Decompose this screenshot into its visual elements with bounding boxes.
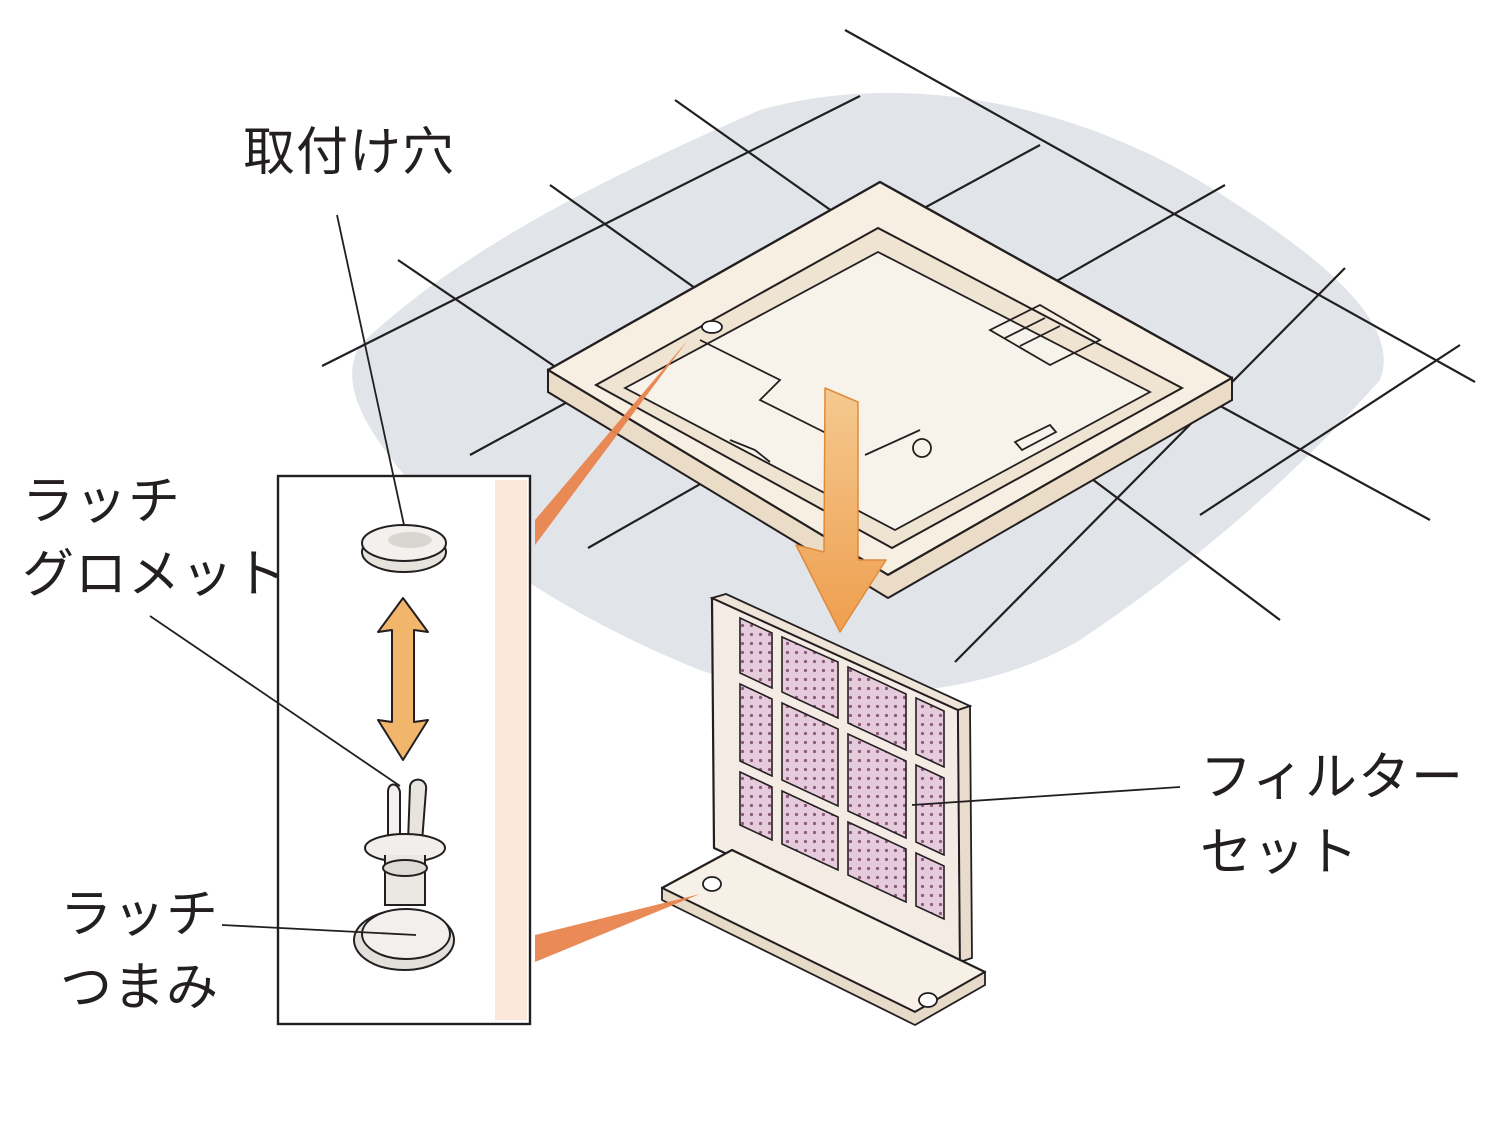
label-latch-grommet-line1: ラッチ [22, 472, 182, 532]
mount-hole-on-panel [701, 320, 723, 334]
attach-double-arrow [377, 597, 429, 761]
ceiling-panel-inner-plate [623, 250, 1152, 532]
label-mount-hole: 取付け穴 [243, 123, 456, 183]
ceiling-panel-edge [547, 368, 1233, 600]
pointer-to-mount-hole [535, 340, 688, 545]
inset-glow [495, 480, 527, 1020]
label-filter-set-line2: セット [1200, 823, 1360, 883]
latch-on-filter-2 [918, 992, 938, 1008]
filter-mesh [739, 616, 945, 921]
label-filter-set-line1: フィルター [1200, 748, 1464, 808]
leader-lines [149, 214, 1181, 936]
label-latch-knob-line1: ラッチ [60, 885, 220, 945]
latch-on-filter-1 [702, 876, 722, 892]
filter-set [660, 593, 987, 1027]
label-latch-grommet-line2: グロメット [22, 545, 288, 605]
pointer-to-latch [535, 894, 700, 962]
panel-details [699, 303, 1102, 463]
latch-grommet [361, 524, 447, 573]
insert-arrow [795, 387, 887, 633]
label-latch-knob-line2: つまみ [60, 958, 220, 1018]
